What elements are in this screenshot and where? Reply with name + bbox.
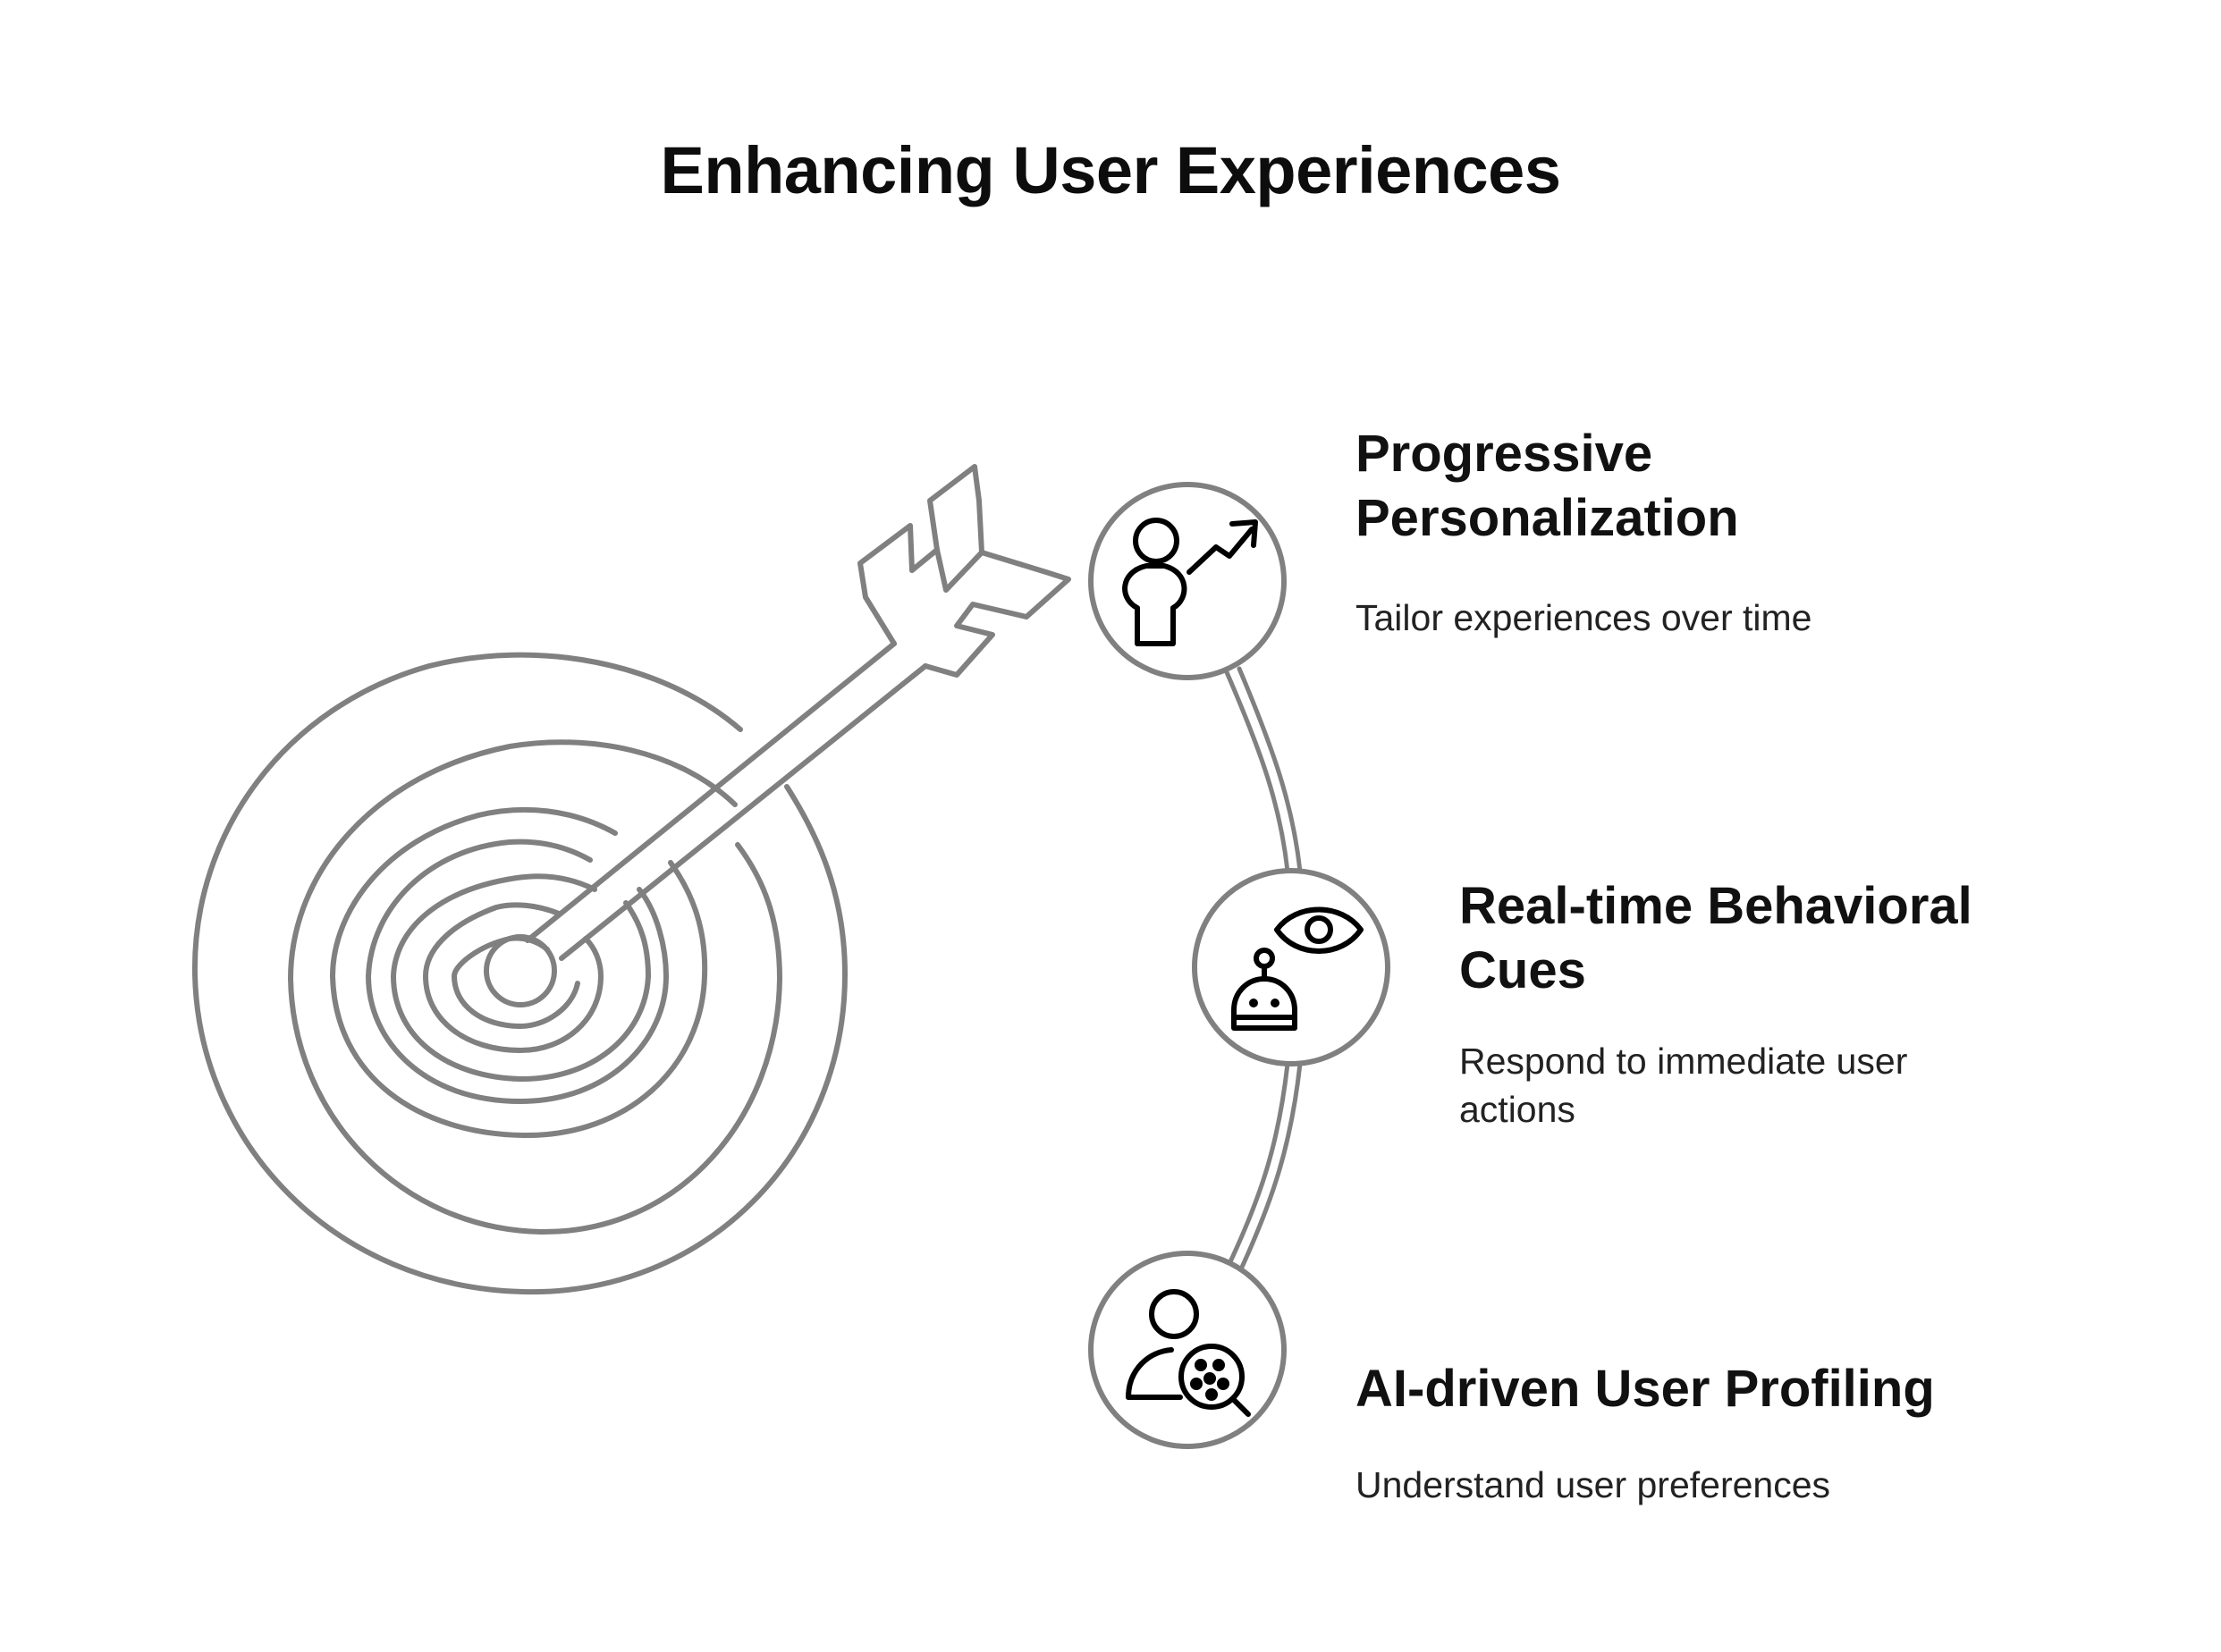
stage-node-2 bbox=[1192, 868, 1390, 1066]
robot-eye-icon bbox=[1231, 906, 1364, 1031]
stage-title-1: Progressive Personalization bbox=[1355, 425, 1739, 547]
stage-title-3: AI-driven User Profiling bbox=[1355, 1360, 1935, 1418]
stage-title-2: Real-time Behavioral Cues bbox=[1459, 877, 1972, 999]
stage-description-1: Tailor experiences over time bbox=[1355, 597, 1812, 638]
archery-target-with-arrow-icon bbox=[191, 464, 1071, 1295]
stage-node-3 bbox=[1088, 1251, 1287, 1449]
stage-description-3: Understand user preferences bbox=[1355, 1464, 1831, 1505]
person-growth-icon bbox=[1122, 518, 1258, 646]
page-title: Enhancing User Experiences bbox=[660, 133, 1561, 207]
stage-node-1 bbox=[1088, 482, 1287, 680]
stage-description-2: Respond to immediate user actions bbox=[1459, 1041, 1908, 1130]
user-search-icon bbox=[1126, 1289, 1251, 1417]
connector-arc bbox=[1224, 666, 1303, 1276]
